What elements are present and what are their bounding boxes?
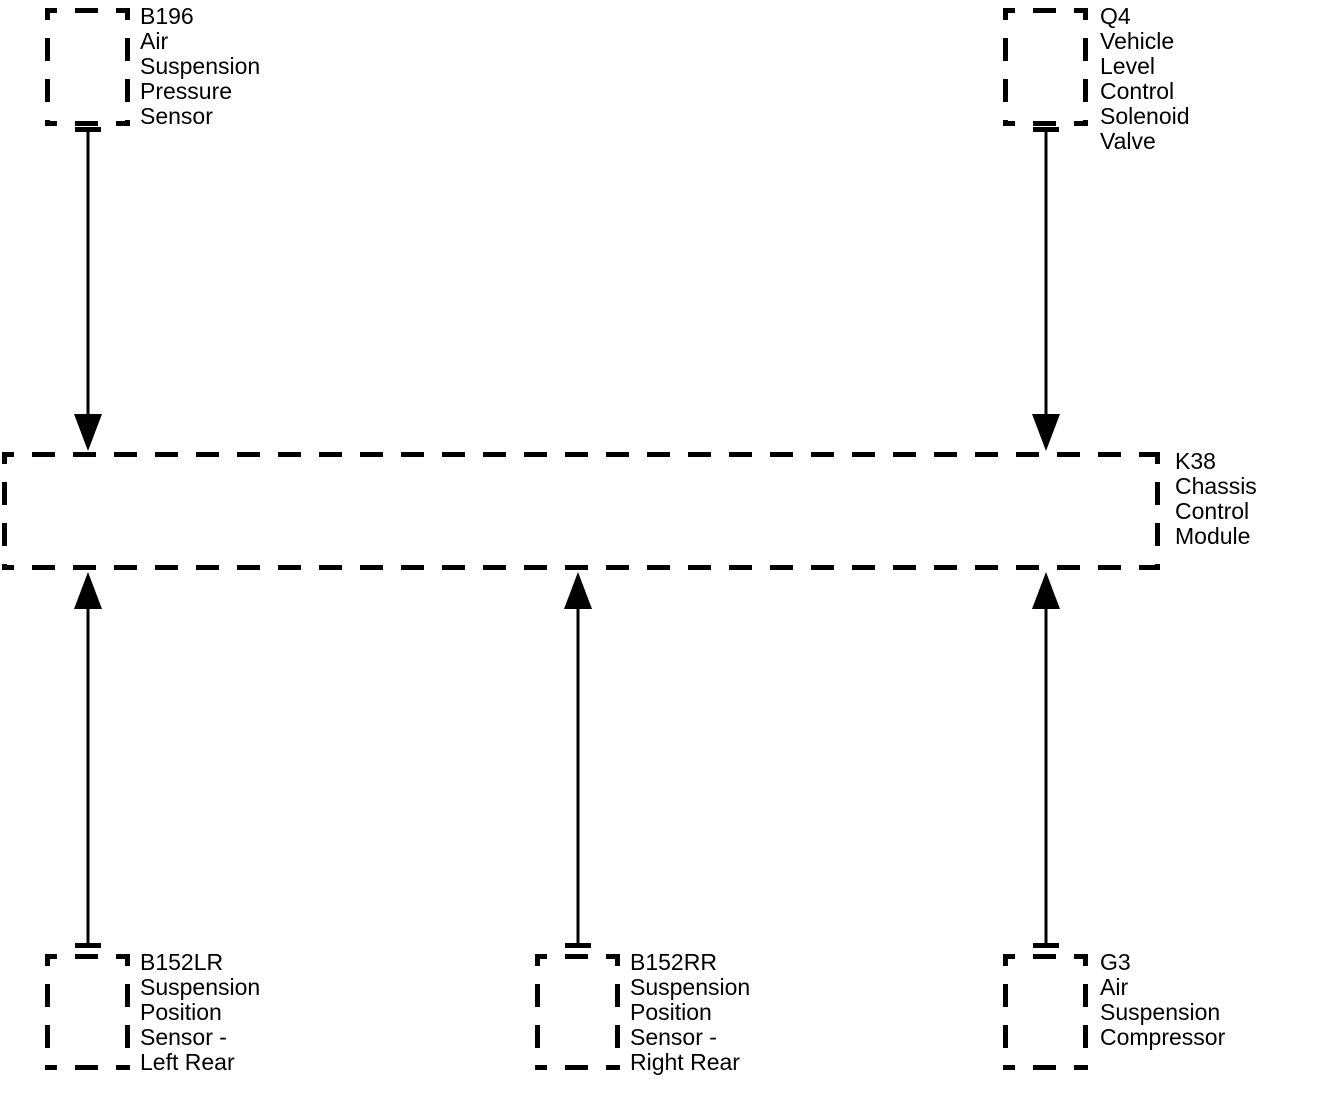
arrow-b152rr-to-k38 [564,572,592,948]
label-b152lr: B152LR Suspension Position Sensor - Left… [140,950,260,1075]
label-b196: B196 Air Suspension Pressure Sensor [140,4,260,129]
label-line: Air [1100,974,1129,1000]
box-b152lr [45,954,130,1070]
label-b152rr: B152RR Suspension Position Sensor - Righ… [630,950,750,1075]
label-line: Suspension [1100,999,1221,1025]
box-k38 [2,452,1160,570]
label-line: Right Rear [630,1049,740,1075]
label-line: Control [1175,498,1250,524]
label-line: Valve [1100,128,1156,154]
label-line: Module [1175,523,1251,549]
label-line: B196 [140,3,194,29]
label-line: Vehicle [1100,28,1175,54]
label-line: Sensor - [140,1024,227,1050]
label-line: Sensor - [630,1024,717,1050]
label-line: Position [140,999,222,1025]
label-line: B152RR [630,949,717,975]
label-line: K38 [1175,448,1216,474]
label-line: Suspension [140,974,261,1000]
label-line: Q4 [1100,3,1131,29]
label-line: Suspension [630,974,751,1000]
arrow-b196-to-k38 [74,127,102,451]
label-q4: Q4 Vehicle Level Control Solenoid Valve [1100,4,1190,154]
label-line: G3 [1100,949,1131,975]
label-k38: K38 Chassis Control Module [1175,449,1257,549]
label-line: Level [1100,53,1155,79]
label-line: Solenoid [1100,103,1190,129]
label-line: Control [1100,78,1175,104]
box-q4 [1003,8,1088,126]
arrow-b152lr-to-k38 [74,572,102,948]
box-g3 [1003,954,1088,1070]
arrow-g3-to-k38 [1032,572,1060,948]
arrow-q4-to-k38 [1032,127,1060,451]
label-line: Left Rear [140,1049,235,1075]
box-b152rr [535,954,620,1070]
label-line: Compressor [1100,1024,1226,1050]
box-b196 [45,8,130,126]
label-line: Sensor [140,103,213,129]
label-line: B152LR [140,949,224,975]
label-line: Position [630,999,712,1025]
label-line: Suspension [140,53,261,79]
label-line: Air [140,28,169,54]
label-line: Chassis [1175,473,1257,499]
label-line: Pressure [140,78,233,104]
label-g3: G3 Air Suspension Compressor [1100,950,1225,1050]
